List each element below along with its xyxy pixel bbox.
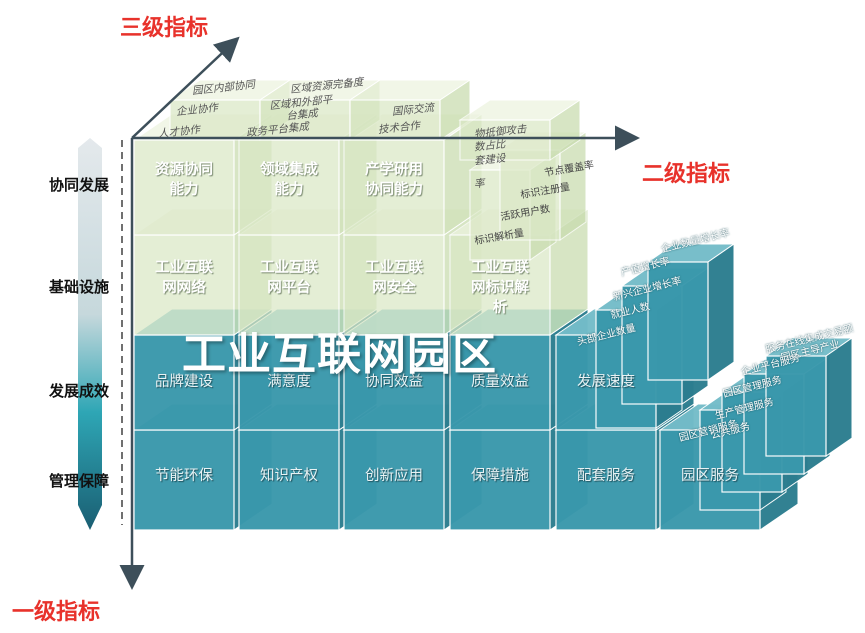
level1-label-xietong: 协同发展 bbox=[48, 176, 109, 194]
cube-top-g2-front bbox=[259, 99, 351, 141]
axis-title-level2: 二级指标 bbox=[642, 162, 731, 187]
cube-chengxiao-1-front bbox=[133, 334, 235, 431]
cube-chengxiao-4-front bbox=[449, 334, 551, 431]
cube-baozhang-2-front bbox=[238, 429, 340, 531]
cube-top-g4-front bbox=[459, 119, 551, 161]
cube-top-g1-front bbox=[169, 99, 261, 141]
cubes-layer bbox=[132, 79, 854, 531]
level1-label-baozhang: 管理保障 bbox=[48, 472, 109, 490]
cube-jichu-3-front bbox=[343, 234, 445, 336]
cube-top-g4 bbox=[458, 99, 582, 161]
cube-jichu-2-front bbox=[238, 234, 340, 336]
axes-layer bbox=[119, 36, 640, 590]
cube-ext-a3-side bbox=[707, 243, 735, 381]
level-bar-shape bbox=[78, 138, 102, 530]
cube-top-g3 bbox=[348, 79, 472, 141]
cube-ext-b4-side bbox=[825, 337, 853, 457]
cube-ext-g2-front bbox=[499, 149, 561, 241]
cube-baozhang-5-front bbox=[555, 429, 657, 531]
cube-xietong-2-front bbox=[238, 139, 340, 236]
cube-ext-b4-front bbox=[765, 355, 827, 457]
axis-title-level3: 三级指标 bbox=[120, 16, 209, 41]
level-gradient-bar bbox=[78, 138, 102, 530]
cube-ext-a3-front bbox=[647, 261, 709, 381]
cube-chengxiao-3-front bbox=[343, 334, 445, 431]
axis-level3 bbox=[131, 36, 240, 139]
cube-xietong-3-front bbox=[343, 139, 445, 236]
cube-baozhang-1-front bbox=[133, 429, 235, 531]
cube-xietong-1-front bbox=[133, 139, 235, 236]
cube-ext-g2 bbox=[498, 131, 588, 241]
cube-top-g3-front bbox=[349, 99, 441, 141]
cube-ext-b4 bbox=[764, 337, 854, 457]
cube-ext-a3 bbox=[646, 243, 736, 381]
axis-title-level1: 一级指标 bbox=[12, 600, 101, 625]
main-title: 工业互联网园区 bbox=[182, 329, 497, 380]
level1-label-jichu: 基础设施 bbox=[48, 278, 109, 296]
level1-label-chengxiao: 发展成效 bbox=[48, 382, 109, 400]
cube-baozhang-4-front bbox=[449, 429, 551, 531]
cube-baozhang-3-front bbox=[343, 429, 445, 531]
